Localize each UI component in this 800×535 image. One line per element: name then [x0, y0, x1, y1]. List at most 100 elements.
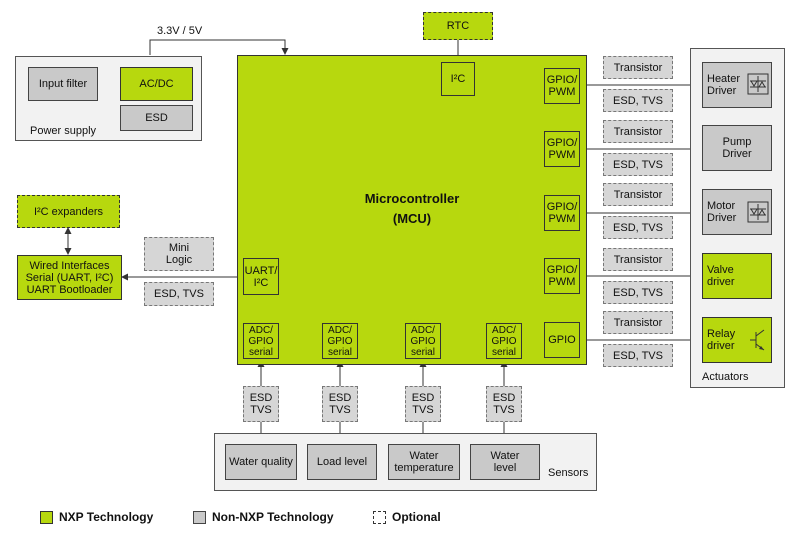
esd-tvs-box-1: ESD, TVS — [603, 89, 673, 112]
relay-driver-box: Relay driver — [702, 317, 772, 363]
sensor-esd-tvs-1: ESD TVS — [243, 386, 279, 422]
transistor-box-1: Transistor — [603, 56, 673, 79]
gpio-pwm-line-2: PWM — [548, 276, 576, 288]
voltage-label: 3.3V / 5V — [157, 25, 203, 37]
gpio-pwm-port-1: GPIO/ PWM — [544, 68, 580, 104]
sensor-esd-tvs-4: ESD TVS — [486, 386, 522, 422]
esd-tvs-box-4: ESD, TVS — [603, 281, 673, 304]
legend-optional-label: Optional — [392, 510, 441, 524]
uart-line-2: I²C — [253, 276, 269, 289]
adc-port-4: ADC/ GPIO serial — [486, 323, 522, 359]
rtc-box: RTC — [423, 12, 493, 40]
gpio-pwm-port-2: GPIO/ PWM — [544, 131, 580, 167]
actuators-title: Actuators — [702, 371, 749, 383]
transistor-box-3: Transistor — [603, 183, 673, 206]
mini-logic-line-2: Logic — [165, 254, 193, 266]
gpio-pwm-line-1: GPIO/ — [546, 137, 578, 149]
adc-line-3: serial — [411, 346, 435, 358]
gpio-pwm-port-4: GPIO/ PWM — [544, 258, 580, 294]
heater-line-2: Driver — [707, 85, 737, 97]
gpio-pwm-line-2: PWM — [548, 149, 576, 161]
water-level-line-2: level — [493, 462, 517, 474]
legend-optional-swatch — [373, 510, 386, 524]
adc-line-2: GPIO — [327, 335, 353, 347]
pump-line-1: Pump — [722, 136, 752, 148]
adc-line-3: serial — [492, 346, 516, 358]
mini-logic-line-1: Mini — [168, 242, 190, 254]
sensor-tvs-label: TVS — [493, 404, 515, 416]
adc-line-2: GPIO — [491, 335, 517, 347]
sensor-tvs-label: TVS — [329, 404, 351, 416]
legend-nxp-swatch — [40, 510, 53, 524]
mcu-title: Microcontroller — [364, 191, 460, 206]
water-quality-box: Water quality — [225, 444, 297, 480]
sensor-esd-label: ESD — [492, 392, 516, 404]
adc-line-1: ADC/ — [492, 324, 516, 336]
relay-line-2: driver — [707, 340, 735, 352]
adc-port-1: ADC/ GPIO serial — [243, 323, 279, 359]
legend-non-nxp-label: Non-NXP Technology — [212, 510, 334, 524]
esd-tvs-box-3: ESD, TVS — [603, 216, 673, 239]
power-supply-title: Power supply — [30, 125, 97, 137]
water-temperature-box: Water temperature — [388, 444, 460, 480]
mini-logic-box: Mini Logic — [144, 237, 214, 271]
esd-box: ESD — [120, 105, 193, 131]
wired-interfaces-box: Wired Interfaces Serial (UART, I²C) UART… — [17, 255, 122, 300]
motor-driver-box: Motor Driver — [702, 189, 772, 235]
i2c-expanders-box: I²C expanders — [17, 195, 120, 228]
power-line — [149, 39, 289, 55]
adc-line-2: GPIO — [410, 335, 436, 347]
triac-icon — [747, 201, 769, 223]
triac-icon — [747, 73, 769, 95]
gpio-pwm-line-2: PWM — [548, 213, 576, 225]
valve-line-1: Valve — [707, 264, 734, 276]
sensor-esd-tvs-3: ESD TVS — [405, 386, 441, 422]
mcu-i2c-port: I²C — [441, 62, 475, 96]
legend-optional: Optional — [373, 510, 441, 524]
pump-line-2: Driver — [722, 148, 752, 160]
gpio-pwm-line-1: GPIO/ — [546, 74, 578, 86]
sensor-esd-label: ESD — [328, 392, 352, 404]
sensor-esd-label: ESD — [249, 392, 273, 404]
pump-driver-box: Pump Driver — [702, 125, 772, 171]
uart-line-1: UART/ — [244, 264, 278, 277]
mcu-box — [237, 55, 587, 365]
water-temperature-line-2: temperature — [394, 462, 454, 474]
legend-non-nxp: Non-NXP Technology — [193, 510, 334, 524]
sensor-esd-tvs-2: ESD TVS — [322, 386, 358, 422]
legend-non-nxp-swatch — [193, 510, 206, 524]
motor-line-2: Driver — [707, 212, 737, 224]
adc-port-3: ADC/ GPIO serial — [405, 323, 441, 359]
transistor-box-2: Transistor — [603, 120, 673, 143]
sensor-tvs-label: TVS — [250, 404, 272, 416]
adc-port-2: ADC/ GPIO serial — [322, 323, 358, 359]
gpio-pwm-line-2: PWM — [548, 86, 576, 98]
motor-line-1: Motor — [707, 200, 736, 212]
gpio-pwm-line-1: GPIO/ — [546, 264, 578, 276]
legend-nxp-label: NXP Technology — [59, 510, 154, 524]
heater-line-1: Heater — [707, 73, 741, 85]
gpio-pwm-line-1: GPIO/ — [546, 201, 578, 213]
acdc-box: AC/DC — [120, 67, 193, 101]
mcu-subtitle: (MCU) — [392, 211, 432, 226]
water-level-line-1: Water — [490, 450, 520, 462]
water-temperature-line-1: Water — [409, 450, 439, 462]
relay-line-1: Relay — [707, 328, 736, 340]
valve-line-2: driver — [707, 276, 735, 288]
transistor-box-4: Transistor — [603, 248, 673, 271]
esd-tvs-box-5: ESD, TVS — [603, 344, 673, 367]
adc-line-1: ADC/ — [328, 324, 352, 336]
gpio-port: GPIO — [544, 322, 580, 358]
water-quality-label: Water quality — [229, 456, 293, 468]
esd-tvs-box-2: ESD, TVS — [603, 153, 673, 176]
transistor-icon — [750, 329, 765, 351]
sensors-title: Sensors — [548, 467, 589, 479]
wired-line-2: Serial (UART, I²C) — [25, 271, 114, 284]
input-filter-box: Input filter — [28, 67, 98, 101]
load-level-box: Load level — [307, 444, 377, 480]
adc-line-1: ADC/ — [249, 324, 273, 336]
left-esd-tvs-box: ESD, TVS — [144, 282, 214, 306]
wired-line-1: Wired Interfaces — [29, 259, 110, 272]
transistor-box-5: Transistor — [603, 311, 673, 334]
valve-driver-box: Valve driver — [702, 253, 772, 299]
